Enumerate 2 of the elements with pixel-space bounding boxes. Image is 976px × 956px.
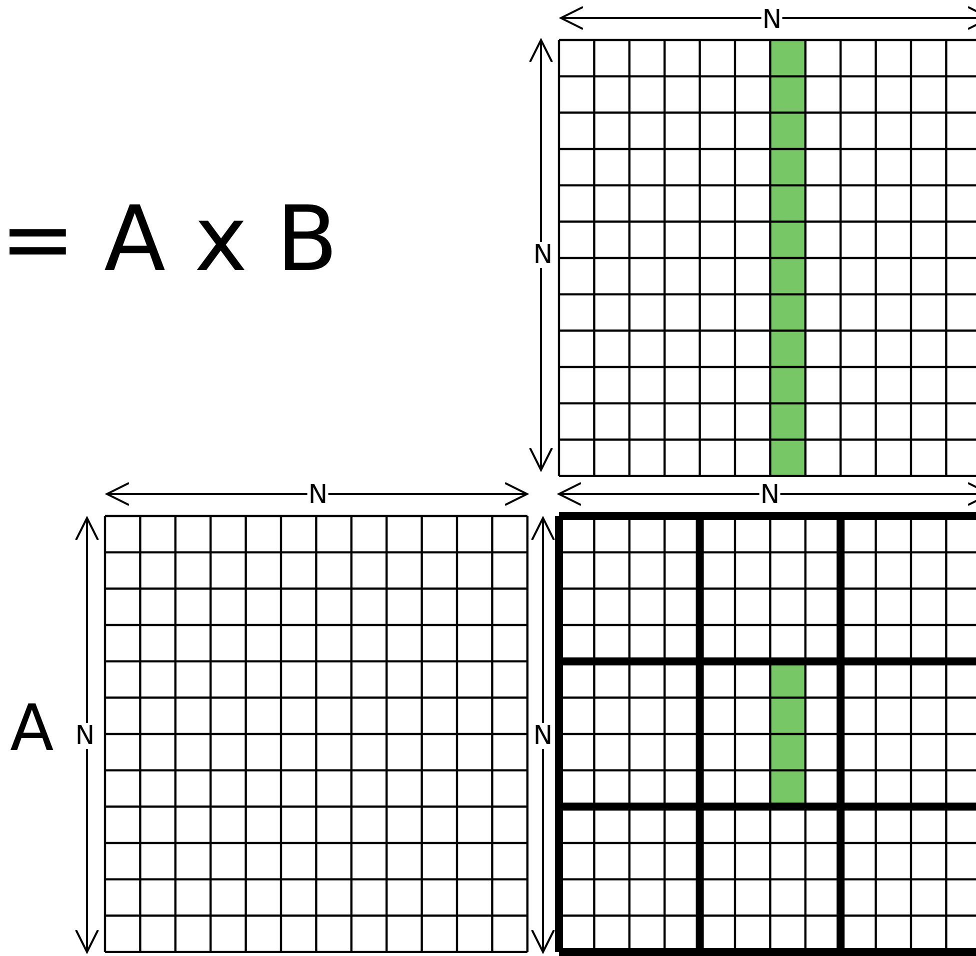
equation-text: = A x B xyxy=(0,195,338,285)
matrix-label: A xyxy=(10,697,54,761)
